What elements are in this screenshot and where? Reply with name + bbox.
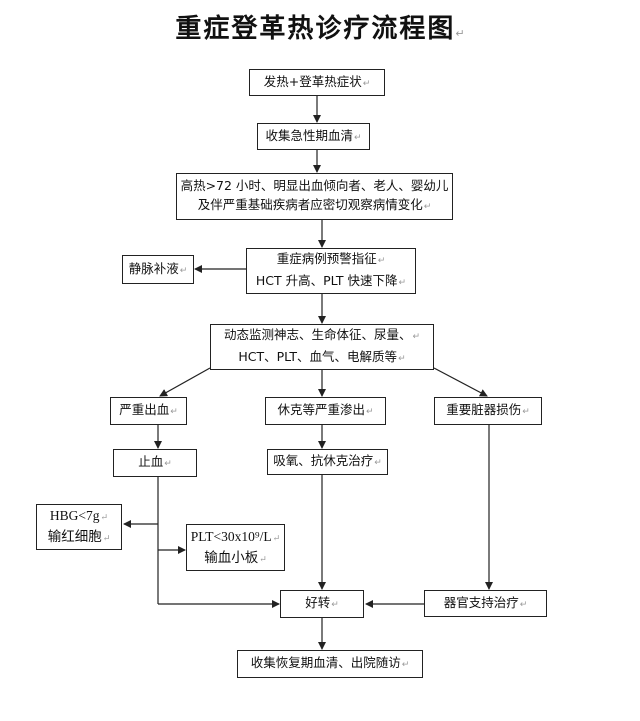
- node-text: 重症病例预警指征: [276, 251, 377, 266]
- node-text: 输红细胞: [47, 529, 102, 544]
- node-shock: 休克等严重渗出↵: [265, 397, 386, 425]
- node-text: 收集急性期血清: [265, 127, 353, 143]
- node-text: 静脉补液: [128, 260, 179, 276]
- paragraph-mark: ↵: [455, 27, 465, 40]
- arrow-monitor-to-organ: [433, 367, 488, 397]
- node-iv-fluid: 静脉补液↵: [122, 255, 194, 284]
- node-text: 收集恢复期血清、出院随访: [250, 655, 401, 670]
- node-observe: 高热>72 小时、明显出血倾向者、老人、婴幼儿 及伴严重基础疾病者应密切观察病情…: [176, 173, 453, 220]
- node-symptoms: 发热+登革热症状↵: [249, 69, 385, 96]
- node-text: 吸氧、抗休克治疗: [273, 453, 374, 468]
- node-text: 休克等严重渗出: [277, 402, 365, 417]
- node-platelet-transfusion: PLT<30x10⁹/L↵ 输血小板↵: [186, 524, 285, 571]
- node-organ-damage: 重要脏器损伤↵: [434, 397, 542, 425]
- node-text: PLT<30x10⁹/L: [190, 528, 272, 544]
- node-text: 输血小板: [204, 549, 259, 565]
- node-text: 重要脏器损伤: [446, 402, 522, 417]
- node-improve: 好转↵: [280, 590, 364, 618]
- node-text: 发热+登革热症状: [263, 73, 362, 89]
- node-text: 器官支持治疗: [443, 594, 519, 610]
- node-rbc-transfusion: HBG<7g↵ 输红细胞↵: [36, 504, 122, 550]
- node-text: 严重出血: [119, 402, 170, 417]
- node-warning: 重症病例预警指征↵ HCT 升高、PLT 快速下降↵: [246, 248, 416, 294]
- node-hemostasis: 止血↵: [113, 449, 197, 477]
- title-text: 重症登革热诊疗流程图: [175, 14, 456, 44]
- page-title: 重症登革热诊疗流程图↵: [0, 8, 640, 45]
- node-text: HCT、PLT、血气、电解质等: [238, 349, 398, 364]
- node-text: 止血: [138, 454, 164, 469]
- node-severe-bleeding: 严重出血↵: [110, 397, 187, 425]
- node-text: HCT 升高、PLT 快速下降: [255, 273, 398, 288]
- arrow-monitor-to-bleeding: [159, 367, 211, 397]
- node-acute-serum: 收集急性期血清↵: [257, 123, 370, 150]
- node-organ-support: 器官支持治疗↵: [424, 590, 547, 617]
- node-text: 及伴严重基础疾病者应密切观察病情变化: [197, 197, 423, 212]
- node-text: HBG<7g: [49, 508, 100, 523]
- node-monitor: 动态监测神志、生命体征、尿量、↵ HCT、PLT、血气、电解质等↵: [210, 324, 434, 370]
- node-text: 高热>72 小时、明显出血倾向者、老人、婴幼儿: [180, 178, 449, 193]
- node-recovery: 收集恢复期血清、出院随访↵: [237, 650, 423, 678]
- node-text: 好转: [305, 595, 331, 610]
- node-oxygen: 吸氧、抗休克治疗↵: [267, 449, 388, 475]
- node-text: 动态监测神志、生命体征、尿量、: [223, 327, 412, 342]
